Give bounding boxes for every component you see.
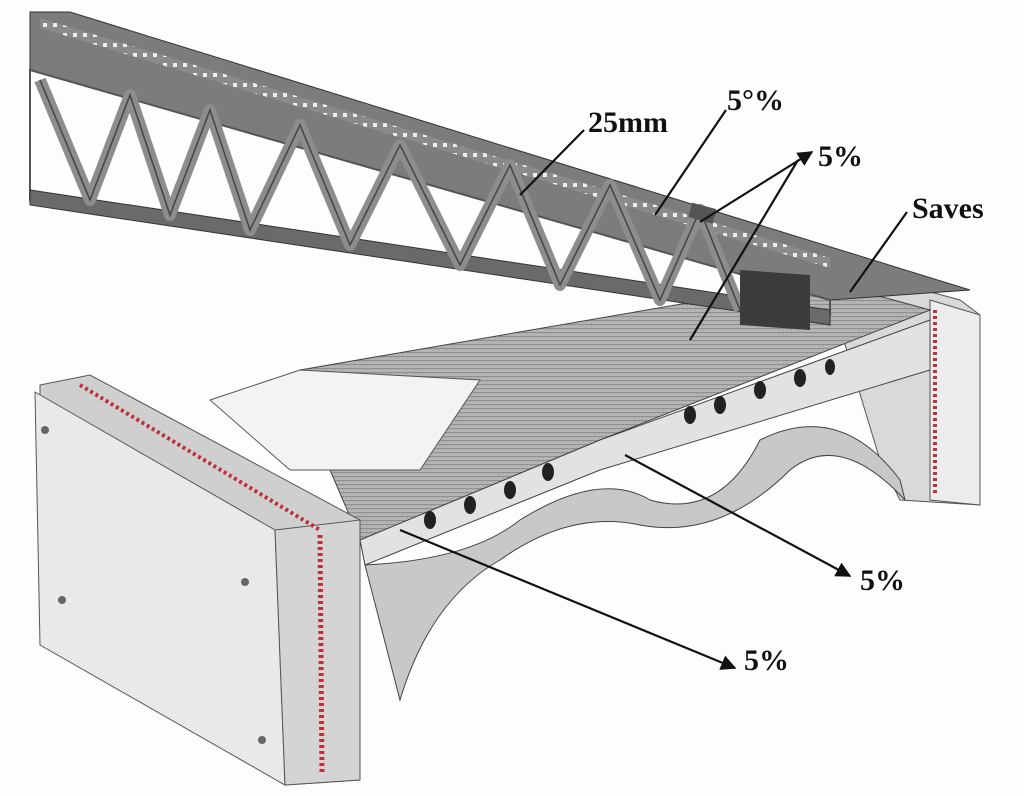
bridge-deck <box>209 279 932 702</box>
callout-saves: Saves <box>912 192 984 225</box>
left-abutment <box>34 374 361 786</box>
leader-lines <box>399 109 908 670</box>
callout-mid-percent: 5% <box>818 140 863 173</box>
callout-deck-percent: 5% <box>860 564 905 597</box>
truss-girder <box>29 11 971 330</box>
callout-bottom-percent: 5% <box>744 644 789 677</box>
callout-top-percent: 5°% <box>727 84 784 117</box>
callout-thickness: 25mm <box>588 106 668 139</box>
